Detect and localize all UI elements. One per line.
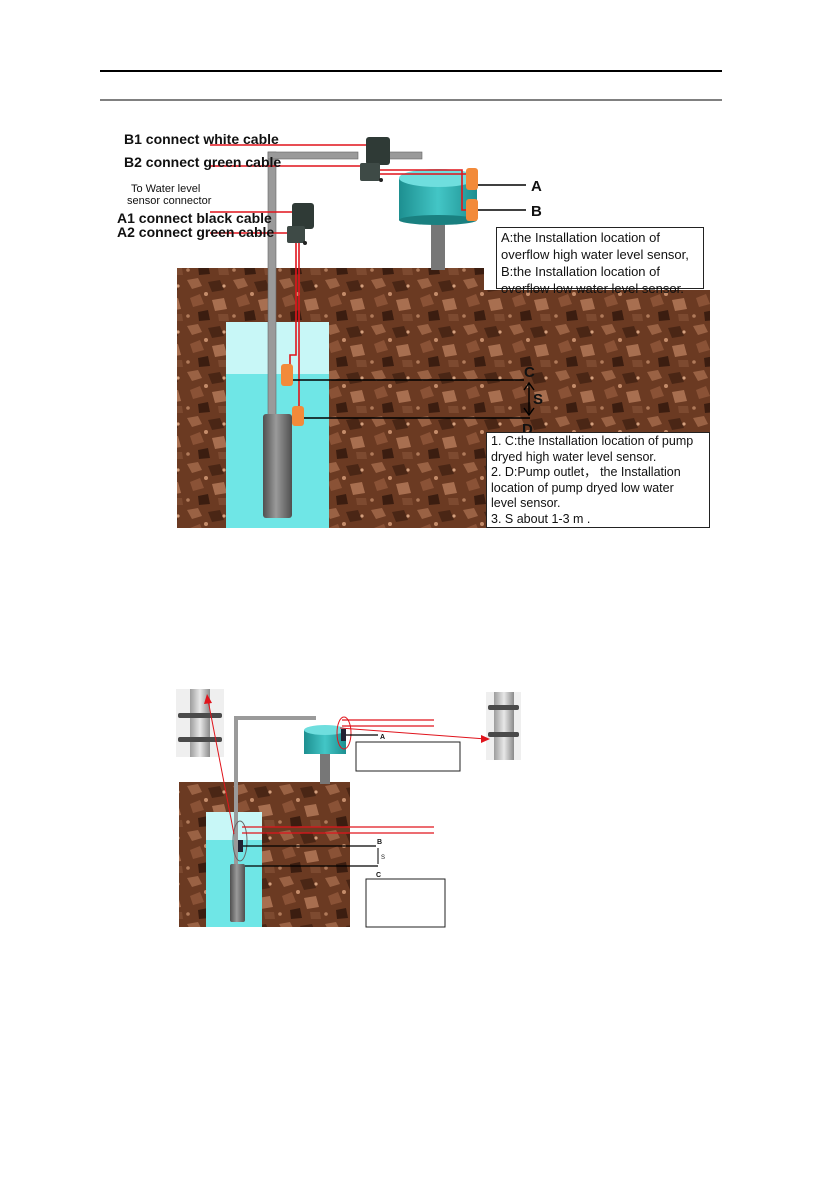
overflow-sensor-note: A:the Installation location of overflow … [496, 227, 704, 296]
diagram-two: A B S C [176, 689, 521, 928]
overflow-note-line3: B:the Installation location of [501, 264, 660, 279]
label-a1-cable: A1 connect black cable [117, 210, 272, 226]
sensor-d [292, 406, 304, 426]
soil-ground-small [179, 782, 350, 927]
pump-small [230, 864, 245, 922]
marker2-s: S [381, 855, 385, 861]
marker2-a: A [380, 734, 385, 741]
sensor-a [466, 168, 478, 190]
marker2-b: B [377, 839, 382, 846]
pump-note-line5: level sensor. [491, 496, 561, 511]
label-connector-line1: To Water level [131, 183, 200, 195]
empty-label-box-upper [355, 741, 461, 772]
label-b1-cable: B1 connect white cable [124, 131, 279, 147]
submersible-pump [263, 414, 292, 518]
marker-b: B [531, 203, 542, 220]
sensor-c [281, 364, 293, 386]
outlet-pipe [267, 151, 277, 421]
pump-note-line2: dryed high water level sensor. [491, 449, 657, 464]
pump-note-line4: location of pump dryed low water [491, 480, 674, 495]
marker-c: C [524, 364, 535, 381]
label-a2-cable: A2 connect green cable [117, 224, 274, 240]
controller-b-device [360, 137, 390, 182]
marker2-c: C [376, 872, 381, 879]
label-connector-line2: sensor connector [127, 195, 212, 207]
controller-a-device [287, 203, 314, 245]
clamp-photo-right [486, 692, 521, 760]
label-b2-cable: B2 connect green cable [124, 154, 281, 170]
empty-label-box-lower [365, 878, 446, 928]
diagram-one: B1 connect white cable B2 connect green … [117, 131, 710, 528]
soil-ground [177, 268, 484, 528]
overflow-note-line1: A:the Installation location of [501, 230, 660, 245]
marker-s: S [533, 391, 543, 408]
overflow-note-line4: overflow low water level sensor. [501, 281, 684, 296]
overflow-note-line2: overflow high water level sensor, [501, 247, 689, 262]
marker-a: A [531, 178, 542, 195]
pump-note-line6: 3. S about 1-3 m . [491, 511, 591, 526]
clamp-photo-left [176, 689, 224, 757]
pump-note-line1: 1. C:the Installation location of pump [491, 434, 694, 448]
marker-d: D [522, 421, 533, 438]
pump-note-line3: 2. D:Pump outlet， the Installation [491, 465, 681, 480]
sensor-b [466, 199, 478, 221]
pump-sensor-note: 1. C:the Installation location of pump d… [486, 432, 710, 528]
